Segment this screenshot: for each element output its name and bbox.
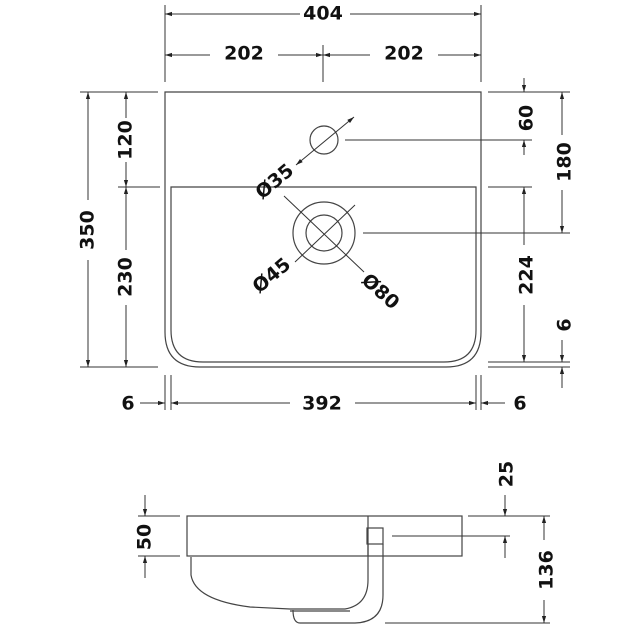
- dim-half-width-right: 202: [384, 43, 424, 65]
- dim-waste-offset: 180: [554, 142, 576, 182]
- dim-overall-height: 136: [536, 550, 558, 590]
- dim-front-rim: 6: [554, 318, 576, 331]
- dim-tap-hole-diameter: Ø35: [251, 160, 298, 204]
- waste-outer: [292, 201, 356, 265]
- dim-waste-outer-diameter: Ø80: [357, 269, 403, 314]
- extension-lines: [80, 5, 570, 410]
- side-view: [186, 515, 463, 624]
- dim-basin-depth: 230: [115, 257, 137, 297]
- dimension-lines: [85, 11, 565, 406]
- waste-trap: [292, 544, 384, 624]
- side-dimension-lines: [138, 495, 550, 624]
- dim-overflow-height: 25: [496, 461, 518, 487]
- dim-waste-inner-diameter: Ø45: [248, 254, 295, 298]
- dim-right-rim: 6: [513, 393, 526, 415]
- dim-basin-width: 392: [302, 393, 342, 415]
- dim-tap-hole-offset: 60: [516, 105, 538, 131]
- basin-inner-outline: [170, 186, 477, 363]
- dim-overall-depth: 350: [77, 210, 99, 250]
- dim-half-width-left: 202: [224, 43, 264, 65]
- dim-rim-height: 50: [134, 524, 156, 550]
- waste-inner: [305, 214, 343, 252]
- dim-overall-width: 404: [303, 3, 343, 25]
- dim-deck-depth: 120: [115, 120, 137, 160]
- basin-outer-outline: [164, 91, 482, 368]
- dim-basin-inner-depth: 224: [516, 255, 538, 295]
- plan-view: [164, 91, 482, 368]
- overflow-outlet: [366, 527, 384, 545]
- dim-left-rim: 6: [121, 393, 134, 415]
- side-bowl: [190, 544, 369, 610]
